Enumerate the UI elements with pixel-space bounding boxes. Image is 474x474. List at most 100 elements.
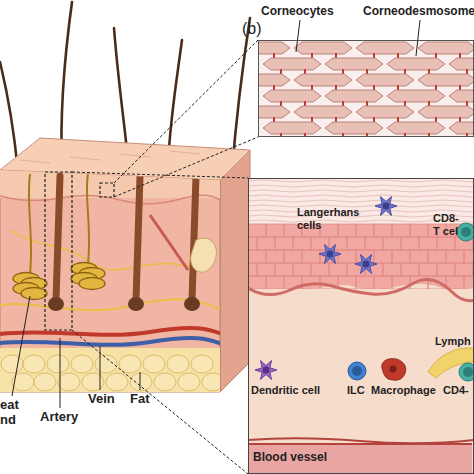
- keratinocyte-cell: [410, 224, 428, 237]
- hair-follicle: [56, 176, 60, 300]
- block-side-face: [220, 150, 250, 392]
- fat-lobule: [191, 355, 213, 373]
- panel-background: [258, 40, 474, 137]
- cd4-t-cell-nucleus: [463, 367, 473, 377]
- langerhans-cell-nucleus: [383, 203, 390, 210]
- corneocyte-panel: [258, 40, 474, 137]
- sweat-gland-coil: [79, 278, 105, 290]
- fat-lobule: [119, 355, 141, 373]
- skin-texture: [120, 154, 150, 157]
- skin-texture: [20, 160, 50, 163]
- corneocyte-cell: [325, 58, 383, 70]
- corneum-line: [248, 200, 474, 202]
- epidermis-band: [0, 168, 222, 198]
- corneocyte-cell: [294, 106, 352, 118]
- cell-label: Blood vessel: [253, 451, 363, 465]
- corneocyte-cell: [263, 58, 321, 70]
- inset-panel: CorneocytesCorneodesmosome: [258, 40, 474, 137]
- basement-membrane: [248, 280, 474, 301]
- fat-lobule: [202, 373, 224, 391]
- follicle-bulb: [128, 297, 144, 311]
- leader-line: [140, 372, 141, 390]
- keratinocyte-cell: [365, 237, 383, 250]
- keratinocyte-cell: [455, 263, 473, 276]
- fat-lobule: [47, 355, 69, 373]
- fat-lobule: [34, 373, 56, 391]
- panel-letter: (b): [242, 20, 272, 38]
- cd8-t-cell: [457, 223, 474, 241]
- keratinocyte-cell: [356, 224, 374, 237]
- fat-lobule: [143, 355, 165, 373]
- cell-label: Dendritic cell: [251, 384, 331, 397]
- arrector-muscle: [150, 215, 188, 270]
- hair-strand: [0, 62, 18, 172]
- sebaceous-gland: [191, 238, 217, 272]
- corneocyte-cell: [449, 122, 474, 134]
- hair-follicle: [136, 176, 140, 300]
- fat-lobule: [178, 373, 200, 391]
- zoom-leader: [114, 137, 258, 197]
- keratinocyte-cell: [329, 263, 347, 276]
- cell-label: CD4-: [443, 384, 473, 397]
- corneocyte-cell: [294, 74, 352, 86]
- corneocyte-cell: [258, 106, 290, 118]
- keratinocyte-cell: [275, 237, 293, 250]
- corneocyte-cell: [258, 74, 290, 86]
- keratinocyte-cell: [374, 276, 392, 289]
- corneocyte-cell: [325, 122, 383, 134]
- fat-lobule: [1, 355, 23, 373]
- keratinocyte-cell: [284, 250, 302, 263]
- corneum-line: [248, 205, 474, 207]
- keratinocyte-cell: [392, 224, 410, 237]
- cell-label: Corneocytes: [261, 5, 351, 19]
- artery-vessel: [0, 328, 222, 335]
- sweat-gland-coil: [21, 288, 47, 300]
- keratinocyte-cell: [266, 250, 284, 263]
- follicle-bulb: [184, 297, 200, 311]
- leader-line: [416, 20, 420, 56]
- keratinocyte-cell: [248, 224, 266, 237]
- corneocyte-cell: [449, 90, 474, 102]
- part-label: Vein: [88, 392, 124, 407]
- fat-lobule: [154, 373, 176, 391]
- fat-layer: [0, 348, 222, 394]
- inset-panel: Langerhans cellsCD8- T celLymphDendritic…: [248, 178, 474, 474]
- corneum-line: [248, 210, 474, 212]
- keratinocyte-cell: [248, 276, 266, 289]
- corneocyte-cell: [387, 90, 445, 102]
- keratinocyte-cell: [311, 263, 329, 276]
- keratinocyte-cell: [320, 224, 338, 237]
- langerhans-cell: [375, 197, 397, 216]
- keratinocyte-cell: [419, 263, 437, 276]
- dendritic-cell: [255, 361, 277, 380]
- langerhans-cell: [319, 245, 341, 264]
- zoom-leader: [114, 40, 258, 183]
- keratinocyte-cell: [347, 237, 365, 250]
- cell-label: Corneodesmosome: [363, 5, 474, 19]
- fat-lobule: [95, 355, 117, 373]
- fat-lobule: [82, 373, 104, 391]
- zoom-leader: [72, 330, 248, 474]
- langerhans-cell-nucleus: [363, 261, 370, 268]
- keratinocyte-cell: [464, 276, 474, 289]
- dendritic-cell-nucleus: [263, 367, 270, 374]
- keratinocyte-cell: [338, 250, 356, 263]
- keratinocyte-cell: [383, 237, 401, 250]
- fat-lobule: [71, 355, 93, 373]
- corneum-line: [248, 195, 474, 197]
- zoom-square: [100, 183, 114, 197]
- zoom-leader: [72, 172, 248, 178]
- keratinocyte-cell: [293, 237, 311, 250]
- skin-texture: [70, 157, 100, 160]
- fat-lobule: [58, 373, 80, 391]
- keratinocyte-cell: [248, 237, 257, 250]
- corneocyte-cell: [449, 58, 474, 70]
- corneocyte-cell: [387, 122, 445, 134]
- sweat-duct: [29, 174, 31, 274]
- leader-line: [100, 346, 101, 390]
- macrophage-nucleus: [390, 366, 397, 373]
- keratinocyte-cell: [428, 250, 446, 263]
- ilc-cell-nucleus: [352, 366, 362, 376]
- keratinocyte-cell: [338, 224, 356, 237]
